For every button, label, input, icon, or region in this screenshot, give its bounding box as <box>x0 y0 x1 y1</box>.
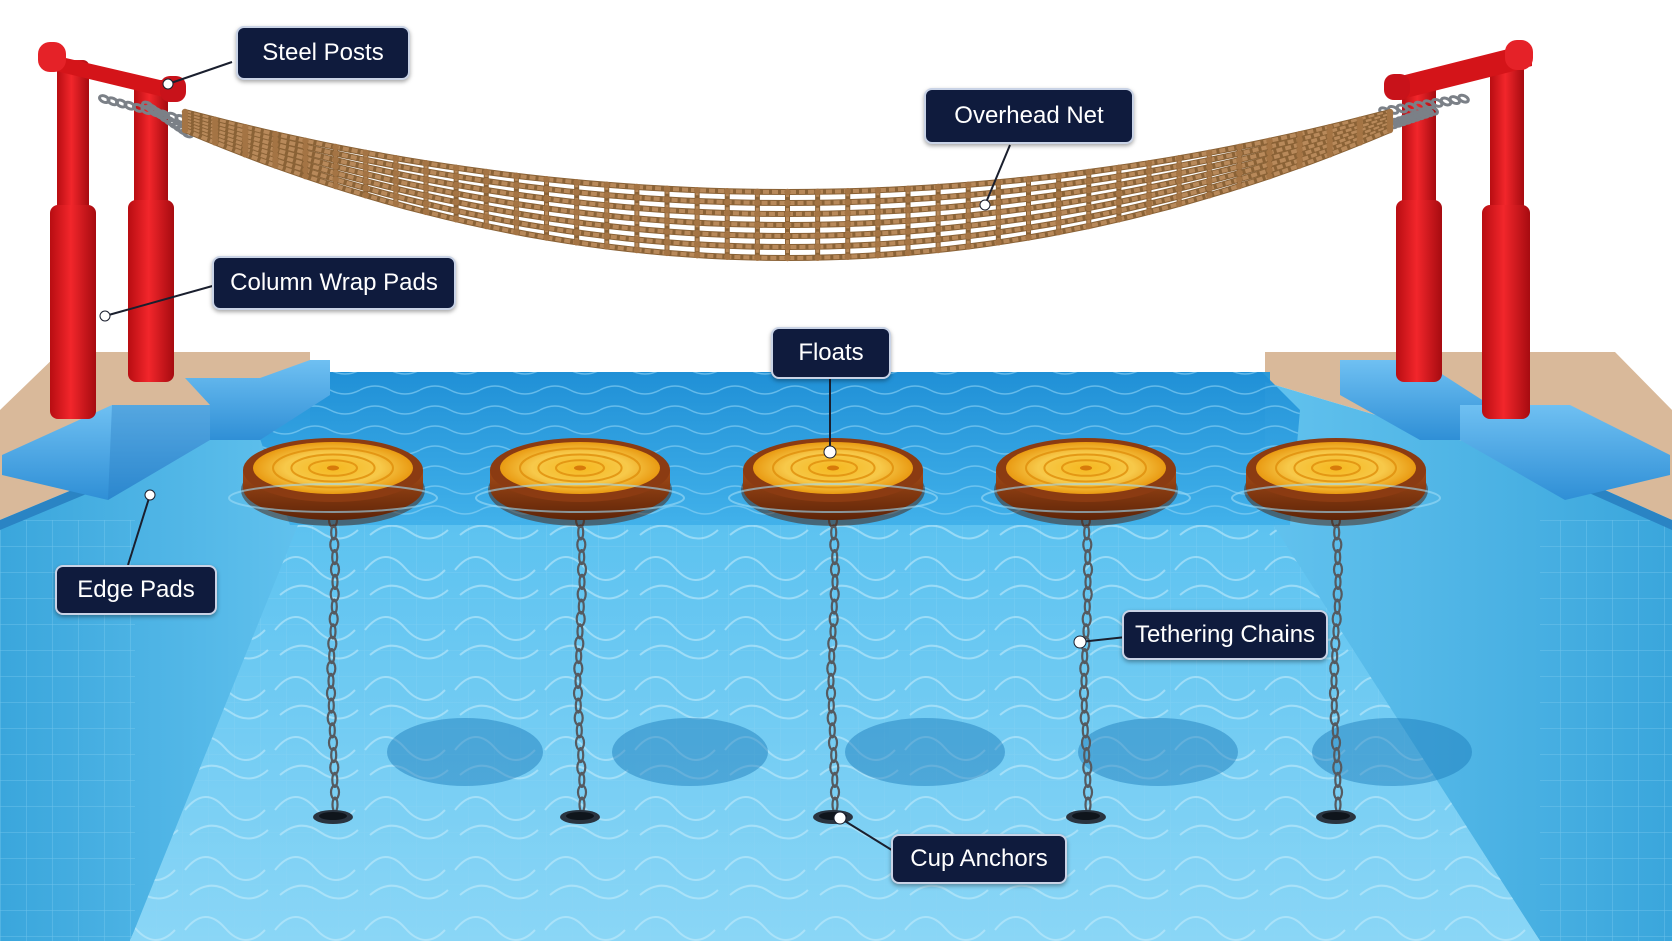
label-edge-pads: Edge Pads <box>55 565 217 615</box>
edge-pads-graphic <box>2 360 1670 500</box>
steel-posts-graphic <box>38 40 1533 419</box>
net-support-chains <box>98 93 1470 139</box>
leader-dots <box>99 78 1087 825</box>
label-cup-anchors: Cup Anchors <box>891 834 1067 884</box>
label-column-wrap-pads: Column Wrap Pads <box>212 256 456 310</box>
label-overhead-net: Overhead Net <box>924 88 1134 144</box>
leader-lines <box>104 61 1127 853</box>
label-steel-posts: Steel Posts <box>236 26 410 80</box>
float-shadows <box>387 718 1472 786</box>
label-tethering-chains: Tethering Chains <box>1122 610 1328 660</box>
label-floats: Floats <box>771 327 891 379</box>
overhead-net-graphic <box>181 108 1394 262</box>
